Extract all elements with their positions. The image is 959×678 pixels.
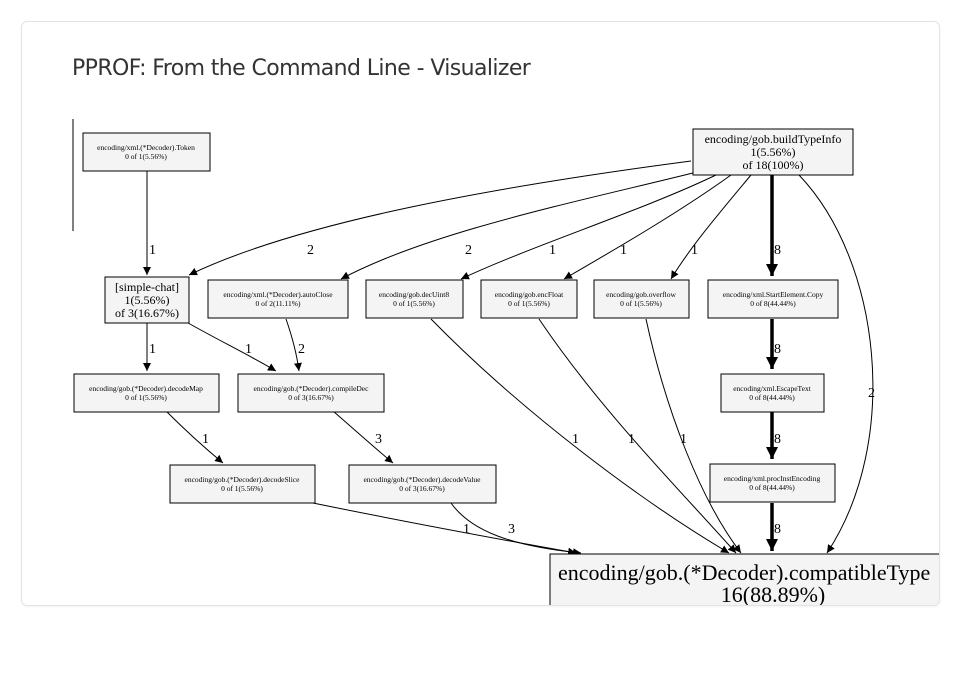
svg-text:encoding/gob.(*Decoder).decode: encoding/gob.(*Decoder).decodeSlice (185, 475, 301, 484)
edge-label: 1 (245, 342, 252, 357)
edge-build-overflow (670, 174, 752, 280)
edge-label: 8 (774, 243, 781, 258)
svg-text:0 of 8(44.44%): 0 of 8(44.44%) (749, 393, 795, 402)
edge-label: 2 (307, 243, 314, 258)
node-xml-procinstencoding[interactable]: encoding/xml.procInstEncoding 0 of 8(44.… (709, 463, 836, 503)
edge-label: 1 (202, 432, 209, 447)
node-gob-decodemap[interactable]: encoding/gob.(*Decoder).decodeMap 0 of 1… (73, 373, 220, 413)
edge-compiledec-decodevalue (332, 410, 394, 464)
svg-text:encoding/xml.StartElement.Copy: encoding/xml.StartElement.Copy (723, 290, 824, 299)
svg-text:encoding/gob.overflow: encoding/gob.overflow (606, 290, 676, 299)
svg-text:encoding/gob.(*Decoder).decode: encoding/gob.(*Decoder).decodeMap (89, 384, 203, 393)
svg-text:0 of 1(5.56%): 0 of 1(5.56%) (125, 152, 167, 161)
svg-text:0 of 1(5.56%): 0 of 1(5.56%) (393, 299, 435, 308)
edge-label: 2 (868, 386, 875, 401)
call-graph: 1 2 2 1 1 1 8 2 1 1 2 8 1 3 8 1 1 1 1 3 … (72, 119, 939, 605)
page-title: PPROF: From the Command Line - Visualize… (72, 56, 531, 81)
edge-label: 1 (691, 243, 698, 258)
svg-text:encoding/gob.(*Decoder).decode: encoding/gob.(*Decoder).decodeValue (363, 475, 481, 484)
edge-label: 8 (774, 432, 781, 447)
edge-label: 1 (620, 243, 627, 258)
edge-labels: 1 2 2 1 1 1 8 2 1 1 2 8 1 3 8 1 1 1 1 3 … (149, 243, 875, 537)
node-gob-compiledec[interactable]: encoding/gob.(*Decoder).compileDec 0 of … (237, 373, 385, 413)
edge-label: 1 (680, 432, 687, 447)
edge-build-autoclose (340, 170, 702, 280)
svg-text:0 of 1(5.56%): 0 of 1(5.56%) (508, 299, 550, 308)
svg-text:encoding/xml.(*Decoder).Token: encoding/xml.(*Decoder).Token (97, 143, 195, 152)
edge-build-simplechat (188, 160, 692, 276)
edge-build-decuint8 (460, 174, 717, 280)
node-xml-startelement-copy[interactable]: encoding/xml.StartElement.Copy 0 of 8(44… (707, 279, 839, 319)
node-gob-decuint8[interactable]: encoding/gob.decUint8 0 of 1(5.56%) (365, 279, 464, 319)
svg-text:encoding/xml.EscapeText: encoding/xml.EscapeText (733, 384, 811, 393)
svg-text:0 of 3(16.67%): 0 of 3(16.67%) (288, 393, 334, 402)
node-xml-autoclose[interactable]: encoding/xml.(*Decoder).autoClose 0 of 2… (207, 279, 349, 319)
svg-text:encoding/gob.encFloat: encoding/gob.encFloat (495, 290, 564, 299)
svg-text:0 of 8(44.44%): 0 of 8(44.44%) (750, 299, 796, 308)
node-xml-decoder-token[interactable]: encoding/xml.(*Decoder).Token 0 of 1(5.5… (82, 132, 211, 172)
edge-decodeslice-compatible (312, 502, 577, 556)
svg-text:encoding/gob.buildTypeInfo: encoding/gob.buildTypeInfo (705, 132, 842, 146)
edge-overflow-compatible (645, 318, 742, 554)
svg-text:encoding/gob.(*Decoder).compat: encoding/gob.(*Decoder).compatibleType (558, 560, 930, 585)
edge-label: 1 (572, 432, 579, 447)
svg-text:[simple-chat]: [simple-chat] (115, 280, 179, 294)
edge-label: 8 (774, 522, 781, 537)
node-simple-chat[interactable]: [simple-chat] 1(5.56%) of 3(16.67%) (104, 276, 190, 324)
content-card: PPROF: From the Command Line - Visualize… (21, 21, 940, 606)
node-gob-decodeslice[interactable]: encoding/gob.(*Decoder).decodeSlice 0 of… (169, 464, 316, 504)
svg-text:of 18(100%): of 18(100%) (743, 158, 804, 172)
edge-decodevalue-compatible (450, 502, 582, 557)
edge-label: 1 (463, 522, 470, 537)
svg-text:encoding/xml.(*Decoder).autoCl: encoding/xml.(*Decoder).autoClose (223, 290, 333, 299)
edge-label: 2 (465, 243, 472, 258)
edge-label: 1 (628, 432, 635, 447)
svg-text:of 3(16.67%): of 3(16.67%) (115, 306, 179, 320)
svg-text:0 of 2(11.11%): 0 of 2(11.11%) (255, 299, 301, 308)
svg-text:0 of 3(16.67%): 0 of 3(16.67%) (399, 484, 445, 493)
edge-decodemap-decodeslice (165, 410, 224, 464)
svg-text:0 of 1(5.56%): 0 of 1(5.56%) (221, 484, 263, 493)
node-gob-buildtypeinfo[interactable]: encoding/gob.buildTypeInfo 1(5.56%) of 1… (692, 128, 854, 176)
node-xml-escapetext[interactable]: encoding/xml.EscapeText 0 of 8(44.44%) (720, 373, 825, 413)
svg-text:encoding/gob.(*Decoder).compil: encoding/gob.(*Decoder).compileDec (254, 384, 370, 393)
edges (143, 160, 874, 557)
edge-label: 1 (149, 342, 156, 357)
edge-label: 2 (298, 342, 305, 357)
edge-label: 8 (774, 342, 781, 357)
svg-text:0 of 1(5.56%): 0 of 1(5.56%) (620, 299, 662, 308)
edge-label: 1 (549, 243, 556, 258)
edge-label: 1 (149, 243, 156, 258)
edge-build-encfloat (563, 174, 732, 280)
svg-text:16(88.89%): 16(88.89%) (721, 582, 825, 605)
svg-text:0 of 8(44.44%): 0 of 8(44.44%) (749, 483, 795, 492)
edge-encfloat-compatible (538, 318, 737, 554)
edge-decuint8-compatible (430, 318, 730, 554)
svg-text:1(5.56%): 1(5.56%) (125, 293, 170, 307)
node-gob-encfloat[interactable]: encoding/gob.encFloat 0 of 1(5.56%) (480, 279, 578, 319)
svg-text:0 of 1(5.56%): 0 of 1(5.56%) (125, 393, 167, 402)
svg-text:encoding/xml.procInstEncoding: encoding/xml.procInstEncoding (724, 474, 821, 483)
svg-text:1(5.56%): 1(5.56%) (751, 145, 796, 159)
edge-simplechat-compiledec (180, 318, 277, 372)
node-gob-overflow[interactable]: encoding/gob.overflow 0 of 1(5.56%) (593, 279, 690, 319)
node-gob-compatibletype[interactable]: encoding/gob.(*Decoder).compatibleType 1… (549, 553, 939, 605)
edge-label: 3 (508, 522, 515, 537)
svg-text:encoding/gob.decUint8: encoding/gob.decUint8 (379, 290, 449, 299)
edge-label: 3 (375, 432, 382, 447)
edge-build-compatible (798, 174, 874, 554)
edge-autoclose-compiledec (285, 318, 302, 372)
node-gob-decodevalue[interactable]: encoding/gob.(*Decoder).decodeValue 0 of… (348, 464, 497, 504)
